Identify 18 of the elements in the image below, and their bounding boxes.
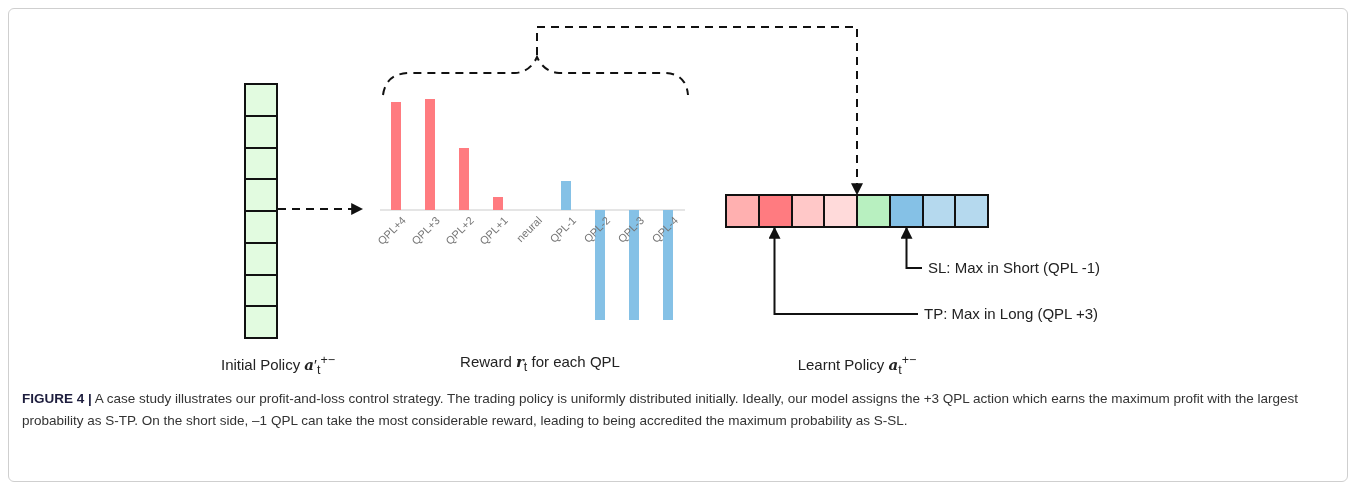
policy-cell	[823, 196, 856, 226]
dashed-arrow	[536, 26, 863, 196]
figure-caption: FIGURE 4 | A case study illustrates our profit-and-loss control strategy. The trading policy is uniformly distributed initially. Ideally, our model assigns the +3 QPL action which earns the maximum profit with the largest probability as S-TP. On the short side, –1 QPL can take the most considerable reward, leading to being accredited the maximum probability as S-SL.	[22, 390, 1299, 430]
policy-cell	[727, 196, 758, 226]
leader-arrow	[900, 226, 923, 269]
annotation-text: TP: Max in Long (QPL +3)	[924, 304, 1154, 324]
policy-cell	[790, 196, 824, 226]
policy-caption: Reward r$_{t}$ for each QPL	[459, 353, 621, 374]
policy-cell	[921, 196, 955, 226]
policy-column	[244, 83, 278, 339]
policy-bar	[725, 194, 989, 228]
leader-arrow	[768, 226, 919, 315]
policy-cell	[888, 196, 922, 226]
policy-cell	[856, 196, 889, 226]
policy-cell	[954, 196, 987, 226]
annotation-text: SL: Max in Short (QPL -1)	[928, 258, 1148, 278]
dashed-arrow	[277, 203, 364, 215]
policy-cell	[757, 196, 791, 226]
